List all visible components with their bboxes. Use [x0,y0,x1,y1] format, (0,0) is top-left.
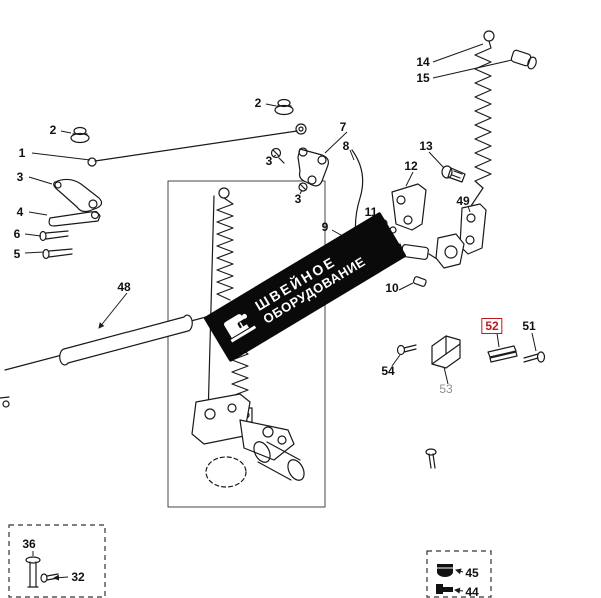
part-label-48[interactable]: 48 [117,280,131,294]
part-stud-15 [510,49,537,70]
part-lever-7 [297,147,329,187]
part-label-2-left[interactable]: 2 [49,123,57,137]
watermark-banner: ШВЕЙНОЕ ОБОРУДОВАНИЕ [203,211,407,363]
part-grommet-2-mid [274,98,294,116]
sewing-machine-icon [217,304,261,349]
part-grommet-2-left [70,126,90,144]
part-edge-fragment [0,396,10,408]
part-spring-14-15 [470,30,495,207]
part-clip-10 [412,276,427,287]
part-label-12[interactable]: 12 [404,159,418,173]
part-screw-3-upper [270,147,285,164]
part-screw-3-lower [298,182,308,192]
part-label-15[interactable]: 15 [416,71,430,85]
part-screw-6 [39,230,69,242]
part-label-7[interactable]: 7 [339,120,347,134]
part-label-14[interactable]: 14 [416,55,430,69]
part-label-32[interactable]: 32 [71,570,85,584]
assembly-box [167,180,326,508]
inset-box-right [426,550,492,598]
part-bottom-bracket [191,393,295,461]
part-label-6[interactable]: 6 [13,227,21,241]
part-label-53[interactable]: 53 [439,382,453,396]
part-label-2-mid[interactable]: 2 [254,96,262,110]
part-roller [253,441,305,481]
inset-box-left [8,524,106,598]
part-hidden-roller [205,456,247,488]
part-label-54[interactable]: 54 [381,364,395,378]
part-label-36[interactable]: 36 [22,537,36,551]
part-label-51[interactable]: 51 [522,319,536,333]
part-label-5[interactable]: 5 [13,247,21,261]
part-screw-54 [396,344,417,356]
part-label-13[interactable]: 13 [419,139,433,153]
part-label-45[interactable]: 45 [465,566,479,580]
part-lever-3 [53,178,103,213]
part-screw-5 [42,248,73,260]
part-label-44[interactable]: 44 [465,585,479,598]
part-label-49[interactable]: 49 [456,194,470,208]
part-screw-44 [436,584,453,594]
part-screw-lone [425,448,437,469]
part-angle-52 [487,345,518,363]
part-bolt-13 [441,165,466,183]
part-tube-48 [4,311,226,371]
part-label-11[interactable]: 11 [364,205,378,219]
part-label-8[interactable]: 8 [342,139,350,153]
part-label-1[interactable]: 1 [18,146,26,160]
part-stud-36 [25,556,41,588]
part-bracket-12 [391,183,427,231]
part-block-53 [431,335,461,369]
part-label-3-upper[interactable]: 3 [265,154,273,168]
part-label-9[interactable]: 9 [321,220,329,234]
part-screw-51 [523,351,546,363]
leader-lines [24,43,537,594]
part-label-10[interactable]: 10 [385,281,399,295]
part-plate-49 [435,203,487,269]
part-rod-1 [87,123,307,167]
part-label-4[interactable]: 4 [16,205,24,219]
part-capnut-45 [437,564,453,577]
part-link-4 [48,210,101,227]
part-label-3-left[interactable]: 3 [16,170,24,184]
part-label-52[interactable]: 52 [481,318,503,334]
part-label-3-lower[interactable]: 3 [294,192,302,206]
